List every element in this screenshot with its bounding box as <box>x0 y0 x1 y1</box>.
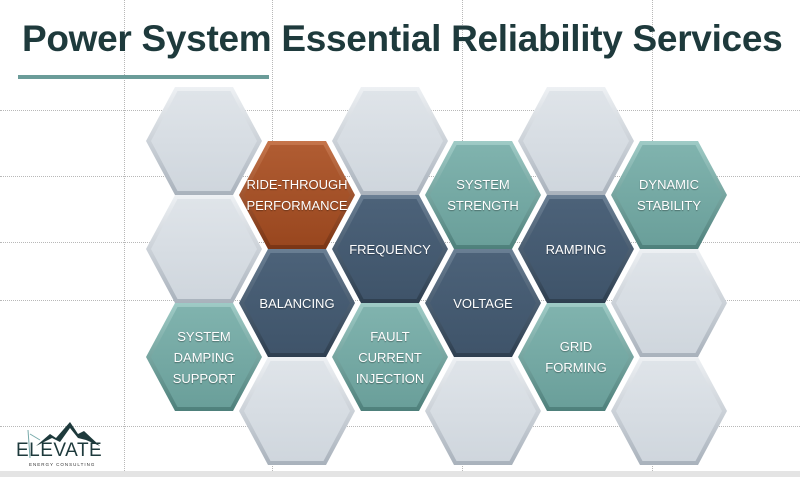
hexagon-blank <box>518 87 634 195</box>
hexagon-blank <box>239 357 355 465</box>
mountain-logo-icon <box>27 422 100 459</box>
hexagon-label: SYSTEM STRENGTH <box>447 177 519 213</box>
hexagon-ride-through-performance: RIDE-THROUGH PERFORMANCE <box>239 141 355 249</box>
hexagon-face <box>430 361 536 461</box>
hexagon-face <box>616 145 722 245</box>
hexagon-label: SYSTEM DAMPING SUPPORT <box>172 328 236 386</box>
hexagon-label: RIDE-THROUGH PERFORMANCE <box>246 177 348 213</box>
hexagon-blank <box>425 357 541 465</box>
hexagon-grid-forming: GRID FORMING <box>518 303 634 411</box>
hexagon-face <box>616 253 722 353</box>
logo-name: ELEVATE <box>16 440 103 461</box>
hexagon-blank <box>146 195 262 303</box>
hexagon-label: BALANCING <box>259 295 335 311</box>
hexagon-blank <box>332 87 448 195</box>
hexagon-blank <box>146 87 262 195</box>
hexagon-label: FAULT CURRENT INJECTION <box>355 328 425 386</box>
hexagon-face <box>523 91 629 191</box>
hexagon-voltage: VOLTAGE <box>425 249 541 357</box>
hexagon-ramping: RAMPING <box>518 195 634 303</box>
hexagon-label: GRID FORMING <box>545 339 607 375</box>
hexagon-face <box>151 91 257 191</box>
hexagon-face <box>616 361 722 461</box>
hexagon-face <box>523 307 629 407</box>
hexagon-blank <box>611 357 727 465</box>
hexagon-label: VOLTAGE <box>453 295 513 311</box>
hexagon-fault-current-injection: FAULT CURRENT INJECTION <box>332 303 448 411</box>
hexagon-face <box>151 199 257 299</box>
hexagon-frequency: FREQUENCY <box>332 195 448 303</box>
hexagon-face <box>523 199 629 299</box>
hexagon-system-damping-support: SYSTEM DAMPING SUPPORT <box>146 303 262 411</box>
page-title: Power System Essential Reliability Servi… <box>22 18 783 59</box>
hexagon-blank <box>611 249 727 357</box>
hexagon-label: RAMPING <box>545 241 607 257</box>
hexagon-system-strength: SYSTEM STRENGTH <box>425 141 541 249</box>
hexagon-label: FREQUENCY <box>349 241 431 257</box>
hexagon-label: DYNAMIC STABILITY <box>636 177 702 213</box>
title-underline <box>18 75 269 79</box>
hexagon-face <box>337 91 443 191</box>
hexagon-face <box>244 361 350 461</box>
bottom-bar <box>0 471 800 477</box>
hexagon-dynamic-stability: DYNAMIC STABILITY <box>611 141 727 249</box>
hexagon-balancing: BALANCING <box>239 249 355 357</box>
logo-subtitle: ENERGY CONSULTING <box>29 462 96 467</box>
